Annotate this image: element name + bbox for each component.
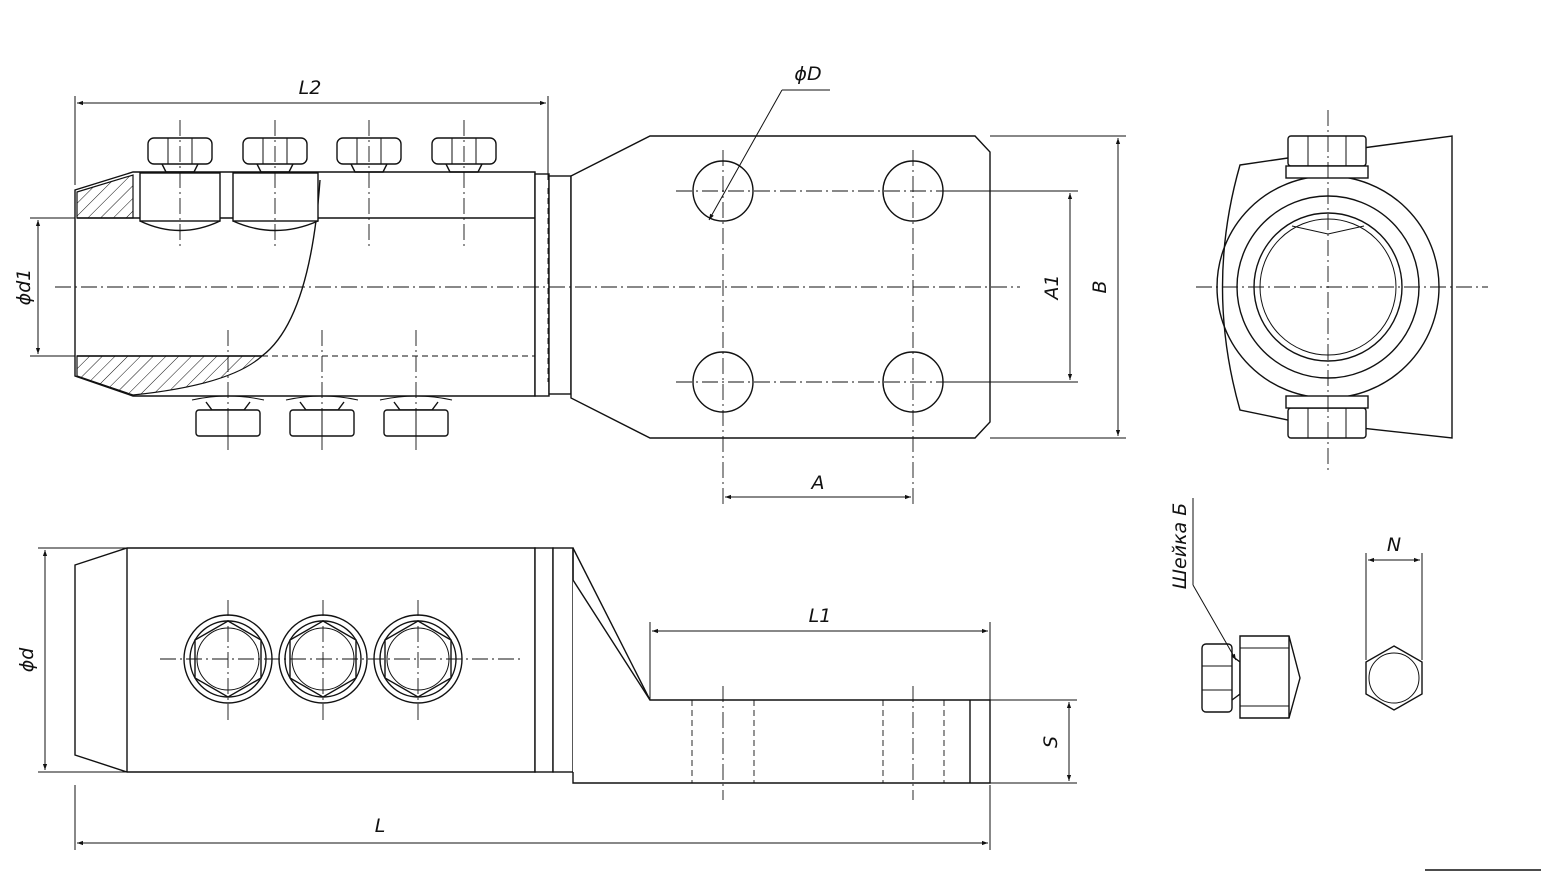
dim-N: N — [1387, 534, 1401, 556]
bolt-seat — [232, 172, 319, 222]
dim-B: B — [1089, 280, 1111, 293]
neck-callout: Шейка Б — [1169, 503, 1191, 590]
hex-end-view — [1365, 645, 1423, 711]
palm-side — [572, 548, 991, 784]
bolt — [1287, 135, 1367, 167]
dim-L: L — [375, 815, 386, 837]
shear-bolt-detail: Шейка Б N — [1169, 498, 1423, 719]
dim-d: ϕd — [16, 647, 38, 673]
palm-plate — [570, 135, 991, 439]
bolt-shank — [1239, 635, 1301, 719]
front-view: ϕd L1 S L — [16, 547, 1077, 850]
dim-L2: L2 — [299, 77, 322, 99]
end-view — [1196, 110, 1488, 470]
top-view: L2 ϕd1 ϕD A1 B A — [13, 63, 1126, 505]
dim-D: ϕD — [794, 63, 821, 85]
dim-S: S — [1040, 736, 1062, 748]
bolt-hex-head — [1201, 643, 1233, 713]
dim-d1: ϕd1 — [13, 269, 35, 306]
dim-L1: L1 — [809, 605, 832, 627]
dim-A1: A1 — [1041, 274, 1063, 301]
section-hatch-bottom — [76, 355, 264, 396]
barrel-side — [74, 547, 536, 773]
dim-A: A — [810, 472, 825, 494]
bolt — [1287, 407, 1367, 439]
